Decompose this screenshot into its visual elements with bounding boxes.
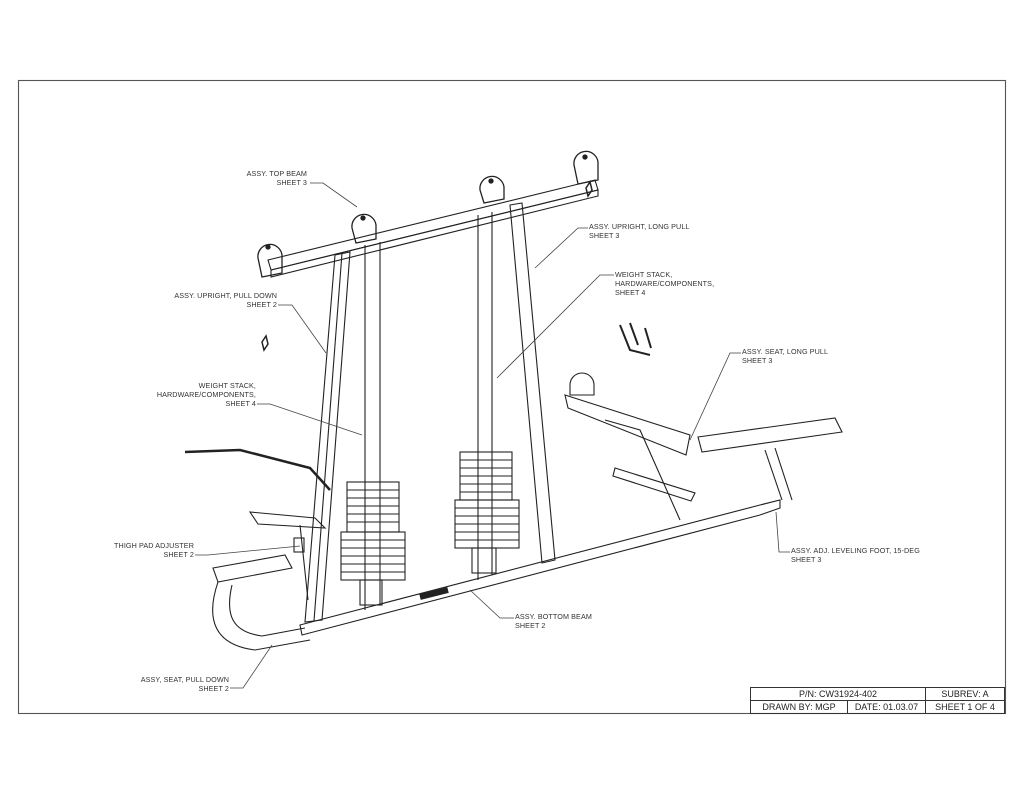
callout-text: ASSY. UPRIGHT, PULL DOWN: [174, 291, 277, 300]
callout-sheet: SHEET 3: [589, 231, 620, 240]
sheet-number: SHEET 1 OF 4: [925, 700, 1005, 714]
upright-pull-down: [304, 251, 351, 623]
bottom-beam: [299, 499, 781, 636]
callout-sheet: SHEET 3: [742, 356, 773, 365]
callout-text: ASSY. UPRIGHT, LONG PULL: [589, 222, 690, 231]
weight-stack-right: [454, 451, 520, 574]
leader-lines: [195, 182, 790, 689]
callout-text: WEIGHT STACK,: [198, 381, 256, 390]
upright-long-pull: [509, 202, 556, 564]
callout-seat-pull-down: ASSY, SEAT, PULL DOWN SHEET 2: [100, 675, 229, 693]
callout-bottom-beam: ASSY. BOTTOM BEAM SHEET 2: [515, 612, 592, 630]
callout-weight-stack-left: WEIGHT STACK, HARDWARE/COMPONENTS, SHEET…: [100, 381, 256, 408]
seat-long-pull: [564, 394, 691, 456]
callout-sheet: SHEET 2: [515, 621, 546, 630]
callout-thigh-pad-adjuster: THIGH PAD ADJUSTER SHEET 2: [60, 541, 194, 559]
top-beam: [267, 179, 599, 271]
callout-seat-long-pull: ASSY. SEAT, LONG PULL SHEET 3: [742, 347, 828, 365]
callout-sheet: SHEET 4: [615, 288, 646, 297]
callout-sheet: SHEET 2: [246, 300, 277, 309]
callout-sheet: SHEET 4: [225, 399, 256, 408]
callout-text: HARDWARE/COMPONENTS,: [615, 279, 715, 288]
callout-sheet: SHEET 3: [791, 555, 822, 564]
callout-text: THIGH PAD ADJUSTER: [114, 541, 194, 550]
callout-text: WEIGHT STACK,: [615, 270, 673, 279]
handle-bar: [184, 448, 331, 491]
machine-illustration: [184, 150, 843, 651]
callout-sheet: SHEET 2: [163, 550, 194, 559]
callout-text: ASSY. TOP BEAM: [246, 169, 307, 178]
callout-sheet: SHEET 3: [276, 178, 307, 187]
callout-upright-long-pull: ASSY. UPRIGHT, LONG PULL SHEET 3: [589, 222, 690, 240]
callout-sheet: SHEET 2: [198, 684, 229, 693]
callout-text: HARDWARE/COMPONENTS,: [156, 390, 256, 399]
callout-weight-stack-right: WEIGHT STACK, HARDWARE/COMPONENTS, SHEET…: [615, 270, 714, 297]
seat-pull-down: [212, 554, 293, 583]
callout-top-beam: ASSY. TOP BEAM SHEET 3: [200, 169, 307, 187]
drawn-by: DRAWN BY: MGP: [750, 700, 848, 714]
callout-leveling-foot: ASSY. ADJ. LEVELING FOOT, 15-DEG SHEET 3: [791, 546, 920, 564]
part-number: P/N: CW31924-402: [750, 687, 926, 701]
drawing-border: [17, 79, 1007, 715]
title-block: P/N: CW31924-402 SUBREV: A DRAWN BY: MGP…: [750, 687, 1005, 714]
callout-text: ASSY. SEAT, LONG PULL: [742, 347, 829, 356]
pulley-icons: [257, 150, 599, 278]
callout-upright-pull-down: ASSY. UPRIGHT, PULL DOWN SHEET 2: [120, 291, 277, 309]
thigh-pad: [248, 511, 327, 529]
callout-text: ASSY. ADJ. LEVELING FOOT, 15-DEG: [791, 546, 920, 555]
subrev: SUBREV: A: [925, 687, 1005, 701]
callout-text: ASSY. BOTTOM BEAM: [515, 612, 592, 621]
weight-stack-left: [340, 481, 406, 606]
date: DATE: 01.03.07: [847, 700, 926, 714]
callout-text: ASSY, SEAT, PULL DOWN: [140, 675, 229, 684]
